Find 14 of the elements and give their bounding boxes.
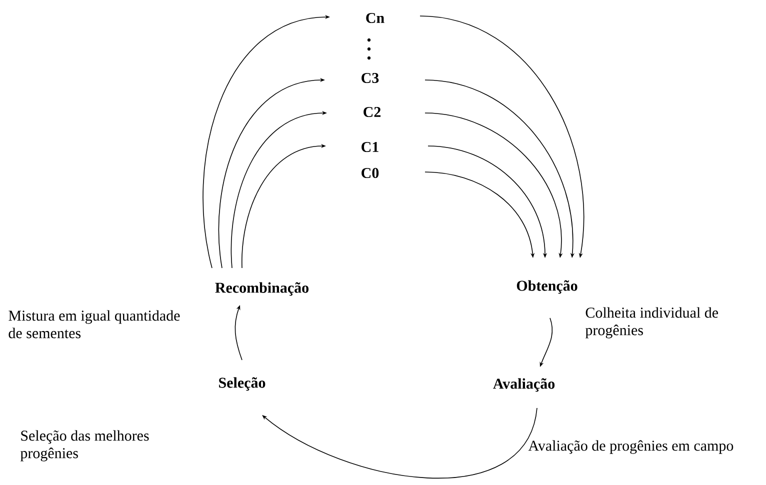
step-description: Avaliação de progênies em campo (528, 440, 734, 454)
step-label: Avaliação (493, 378, 555, 392)
step-description: Mistura em igual quantidade de sementes (8, 310, 180, 338)
step-label: Seleção (219, 377, 266, 391)
cycle-label: C1 (362, 142, 378, 152)
cycle-label: C3 (362, 72, 379, 84)
step-description: Colheita individual de progênies (585, 307, 718, 338)
step-description: Seleção das melhores progênies (20, 430, 149, 462)
step-label: Obtenção (516, 280, 578, 294)
cycle-label: C0 (362, 168, 379, 178)
cycle-label: C2 (364, 106, 381, 118)
arrow (262, 408, 538, 478)
cycle-label: Cn (366, 12, 384, 24)
step-label: Recombinação (215, 282, 309, 296)
